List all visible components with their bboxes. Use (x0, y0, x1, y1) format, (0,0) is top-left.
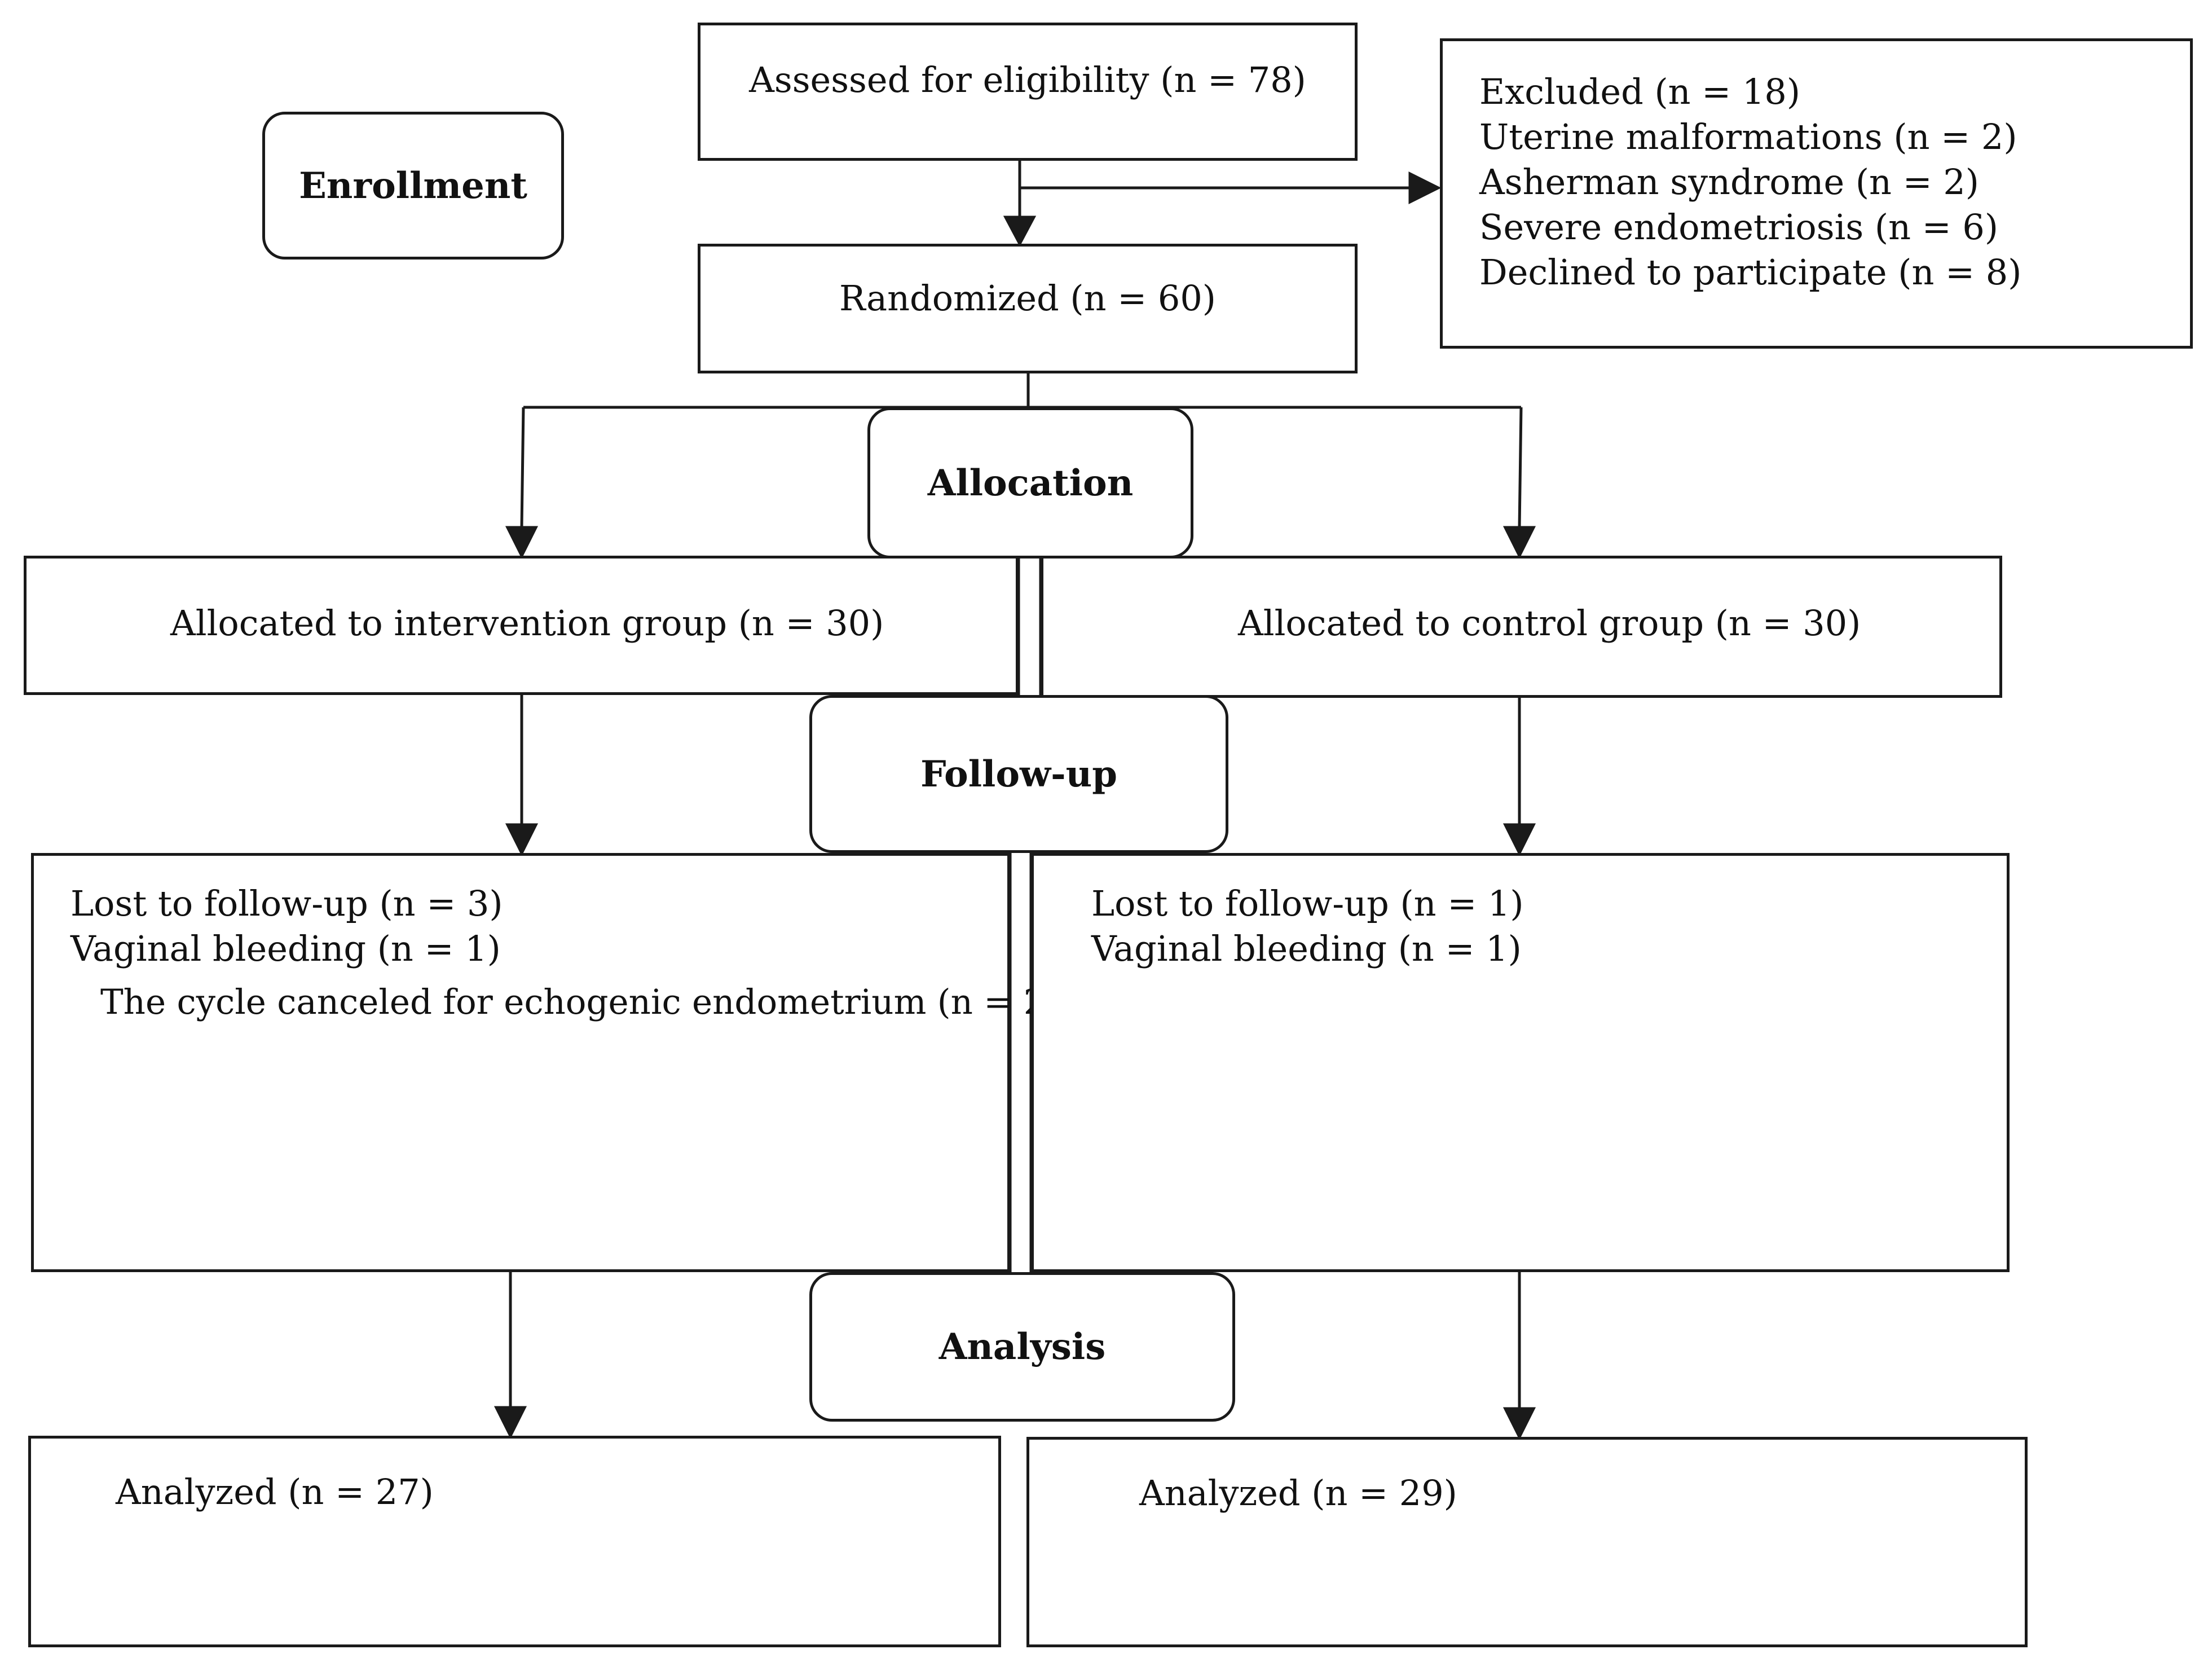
arrow-to-intervention (520, 407, 525, 528)
arrowhead (1502, 526, 1536, 559)
arrowhead (1408, 171, 1442, 205)
assessed-text: Assessed for eligibility (n = 78) (749, 59, 1306, 100)
phase-follow-up: Follow-up (809, 695, 1228, 853)
arrowhead (1502, 823, 1536, 856)
excluded-reason: Declined to participate (n = 8) (1479, 252, 2022, 293)
allocated-intervention-box: Allocated to intervention group (n = 30) (24, 556, 1019, 695)
analyzed-control-box: Analyzed (n = 29) (1026, 1437, 2028, 1647)
phase-enrollment: Enrollment (262, 112, 564, 260)
excluded-reason: Uterine malformations (n = 2) (1479, 116, 2017, 157)
assessed-box: Assessed for eligibility (n = 78) (698, 23, 1358, 161)
phase-enrollment-label: Enrollment (299, 164, 527, 207)
follow-up-intervention-box: Lost to follow-up (n = 3) Vaginal bleedi… (31, 853, 1059, 1272)
follow-up-control-item: Vaginal bleeding (n = 1) (1091, 928, 1522, 969)
randomized-box: Randomized (n = 60) (698, 244, 1358, 373)
allocated-control-box: Allocated to control group (n = 30) (1041, 556, 2002, 698)
randomized-text: Randomized (n = 60) (839, 278, 1216, 319)
excluded-title: Excluded (n = 18) (1479, 71, 1801, 112)
phase-analysis-label: Analysis (938, 1326, 1106, 1368)
arrow-to-control (1518, 407, 1523, 528)
follow-up-control-box: Lost to follow-up (n = 1) Vaginal bleedi… (1031, 853, 2010, 1272)
follow-up-intervention-item: Vaginal bleeding (n = 1) (70, 928, 501, 969)
phase-analysis: Analysis (809, 1272, 1235, 1422)
follow-up-intervention-item: Lost to follow-up (n = 3) (70, 883, 503, 924)
excluded-reason: Severe endometriosis (n = 6) (1479, 206, 1999, 248)
excluded-box: Excluded (n = 18) Uterine malformations … (1440, 38, 2193, 349)
analyzed-control-text: Analyzed (n = 29) (1139, 1472, 1457, 1514)
phase-allocation-label: Allocation (927, 461, 1134, 504)
arrowhead (1003, 216, 1037, 247)
follow-up-control-item: Lost to follow-up (n = 1) (1091, 883, 1524, 924)
arrowhead (505, 526, 539, 559)
phase-allocation: Allocation (867, 407, 1193, 558)
analyzed-intervention-box: Analyzed (n = 27) (28, 1436, 1001, 1647)
phase-follow-up-label: Follow-up (920, 753, 1117, 795)
excluded-reason: Asherman syndrome (n = 2) (1479, 161, 1979, 203)
analyzed-intervention-text: Analyzed (n = 27) (116, 1471, 434, 1512)
follow-up-intervention-item: The cycle canceled for echogenic endomet… (100, 982, 1059, 1022)
allocated-control-text: Allocated to control group (n = 30) (1238, 602, 1861, 644)
arrowhead (493, 1406, 527, 1439)
arrowhead (1502, 1407, 1536, 1440)
arrowhead (505, 823, 539, 856)
allocated-intervention-text: Allocated to intervention group (n = 30) (170, 602, 884, 644)
